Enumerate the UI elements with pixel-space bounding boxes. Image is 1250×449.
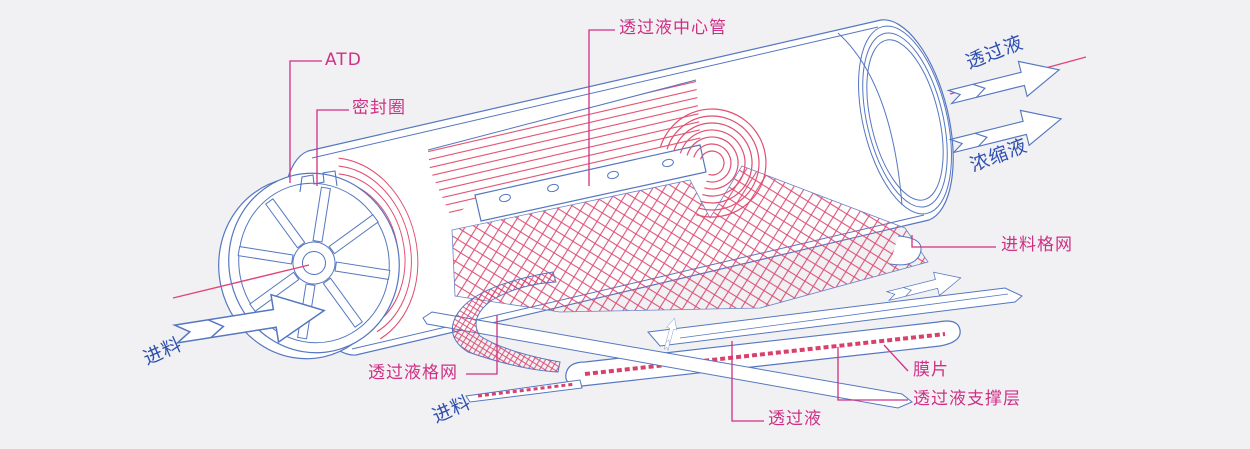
leader-center-tube <box>588 29 615 186</box>
label-membrane-sheet: 膜片 <box>913 360 949 380</box>
permeate-center-tube <box>474 144 707 222</box>
spiral-winding-stripes <box>428 80 701 219</box>
leader-feed-spacer <box>911 235 996 248</box>
label-feed-spacer: 进料格网 <box>1001 235 1073 255</box>
permeate-arrow <box>945 51 1065 116</box>
leaf-tip-sheet <box>465 379 583 403</box>
label-permeate-support-layer: 透过液支撑层 <box>913 389 1021 409</box>
leader-permeate-bottom <box>731 341 764 422</box>
leader-membrane-sheet <box>883 344 909 372</box>
inner-winding-u-arcs <box>659 108 767 218</box>
mesh-curled-tip <box>889 235 922 266</box>
unrolled-leaves <box>422 265 1023 409</box>
membrane-layers-dashed <box>584 332 946 376</box>
cutaway-near-edge <box>427 79 697 151</box>
seal-ring-notch <box>299 170 338 193</box>
leader-atd <box>289 60 322 183</box>
cutaway-far-edge <box>837 32 903 206</box>
leader-permeate-spacer <box>466 315 498 375</box>
permeate-spacer-curl <box>451 271 561 373</box>
label-permeate-center-tube: 透过液中心管 <box>619 18 727 38</box>
leader-seal-ring <box>316 109 349 186</box>
label-seal-ring: 密封圈 <box>352 98 406 118</box>
rolled-end-rings <box>858 25 952 215</box>
leader-lines <box>289 29 996 422</box>
center-tube-opening <box>302 251 326 275</box>
membrane-sandwich <box>565 320 961 387</box>
feed-channel-sheet <box>422 311 913 409</box>
shell-top-inner-edge <box>311 26 879 159</box>
leader-support-layer <box>837 347 908 401</box>
label-atd: ATD <box>325 50 362 70</box>
label-permeate-bottom: 透过液 <box>768 409 822 429</box>
label-permeate-spacer: 透过液格网 <box>368 363 458 383</box>
